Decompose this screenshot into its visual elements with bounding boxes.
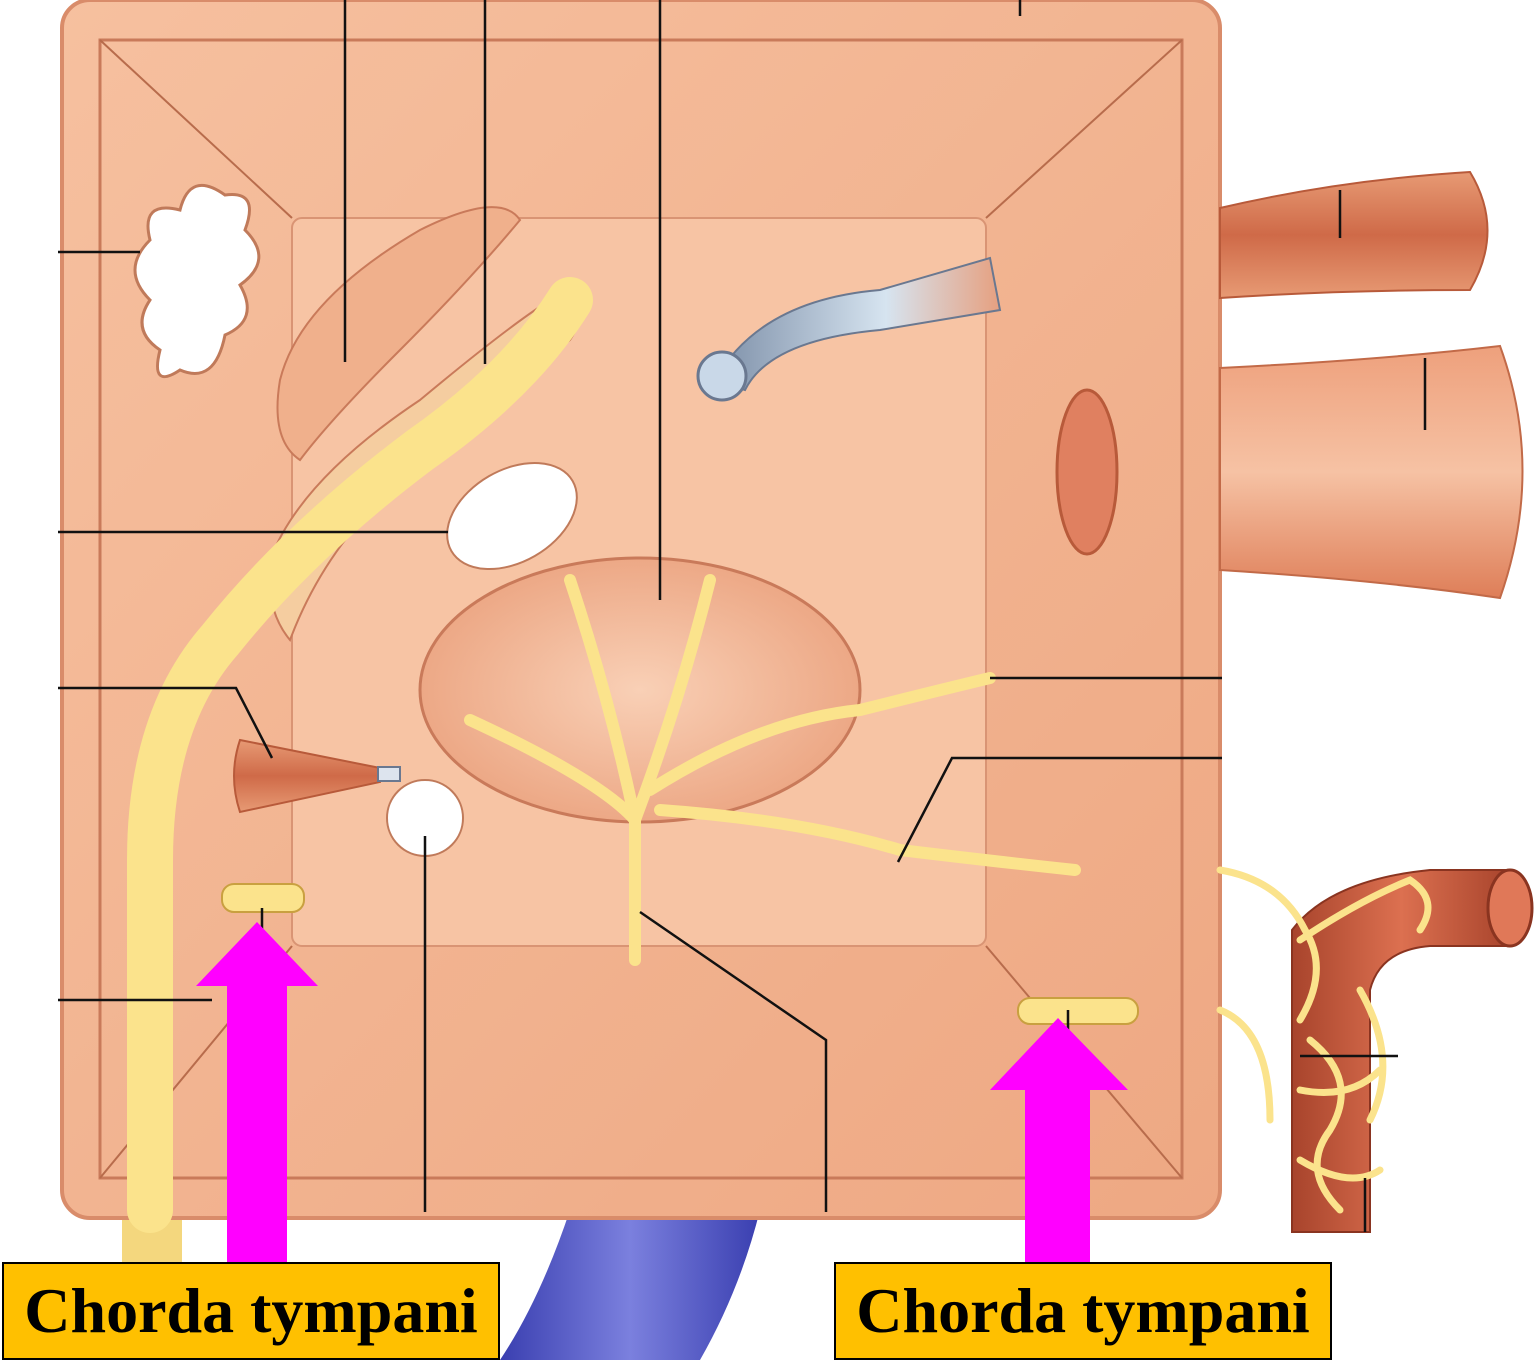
chorda-tympani-exit [1018, 998, 1138, 1024]
chorda-tympani-label-right: Chorda tympani [834, 1262, 1332, 1360]
pharyngotympanic-opening [1057, 390, 1117, 554]
tympanic-membrane [420, 558, 860, 822]
internal-carotid-artery [1220, 870, 1532, 1232]
vein-tube [500, 1210, 760, 1360]
chorda-tympani-label-left: Chorda tympani [2, 1262, 500, 1360]
tensor-veli-muscle [1220, 172, 1488, 298]
pharyngotympanic-tube [1220, 346, 1523, 598]
chorda-tympani-entry [222, 884, 304, 912]
